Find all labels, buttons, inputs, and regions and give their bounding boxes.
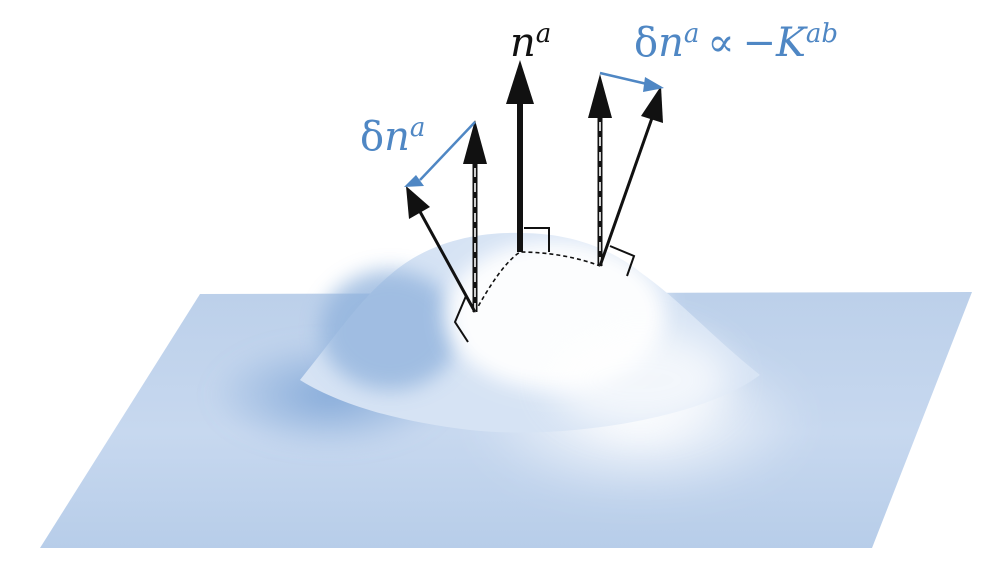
right-tilted-normal-arrow — [598, 86, 663, 267]
left-right-angle-mark — [453, 295, 469, 343]
surface-curve — [474, 251, 601, 313]
right-right-angle-mark — [609, 245, 636, 277]
delta-normal-relation-label: δna∝−Kab — [634, 19, 838, 66]
center-right-angle-mark — [524, 227, 550, 252]
left-reference-normal-arrow — [463, 120, 487, 312]
normal-label: na — [510, 19, 551, 66]
delta-normal-label: δna — [360, 113, 425, 160]
left-delta-n-arrow — [404, 121, 476, 187]
right-delta-n-arrow — [599, 71, 664, 92]
left-tilted-normal-arrow — [406, 186, 477, 313]
right-reference-normal-arrow — [588, 74, 612, 266]
center-normal-arrow — [506, 60, 534, 252]
bump-shading — [320, 240, 730, 430]
